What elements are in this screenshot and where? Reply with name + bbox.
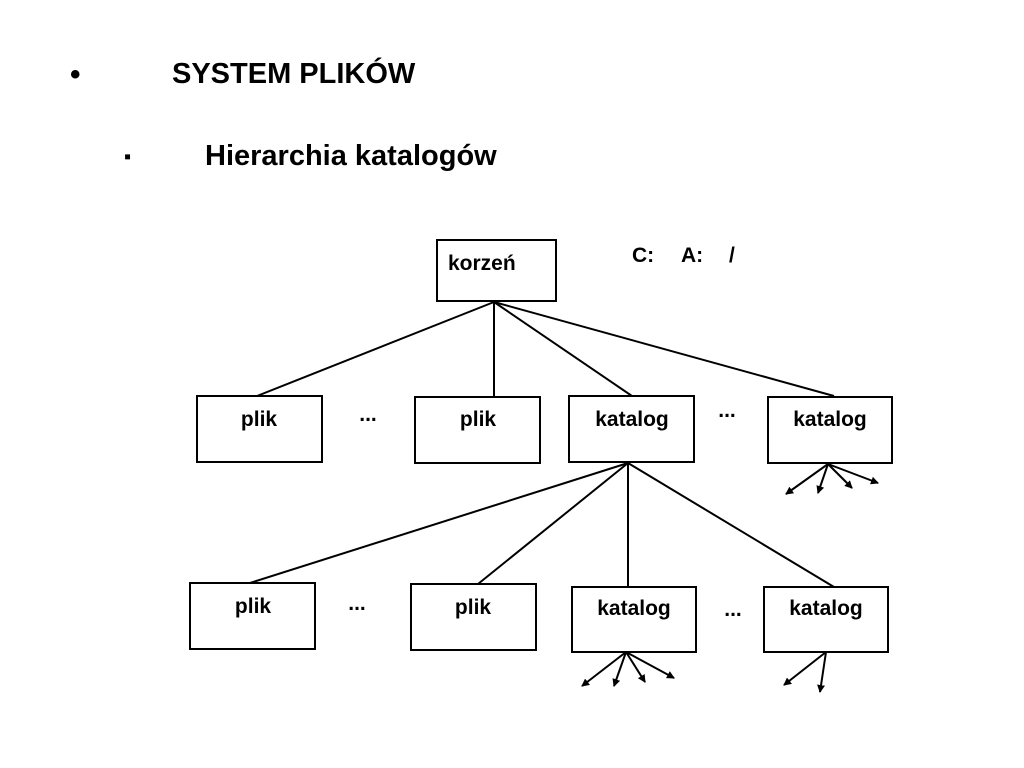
level2-node: katalog xyxy=(763,586,889,653)
file-label: plik xyxy=(460,408,496,431)
drive-labels: C: A: / xyxy=(632,244,735,267)
arrow-icon xyxy=(783,651,827,686)
edge-katalog-katalog-2 xyxy=(627,462,835,588)
level1-nodes: plik ... plik katalog ... katalog xyxy=(196,395,893,464)
slide-title: SYSTEM PLIKÓW xyxy=(172,58,416,90)
edge-root-katalog-1 xyxy=(493,301,633,397)
arrow-icon xyxy=(581,651,627,687)
level1-node: plik xyxy=(414,396,541,464)
arrow-fan-level2-katalog-1 xyxy=(581,651,675,687)
directory-label: katalog xyxy=(597,597,671,620)
ellipsis-label: ... xyxy=(359,403,377,426)
directory-box xyxy=(763,586,889,653)
tree-connectors xyxy=(249,301,835,588)
main-bullet: • xyxy=(70,58,81,91)
directory-label: katalog xyxy=(789,597,863,620)
ellipsis-label: ... xyxy=(348,592,366,615)
arrow-icon xyxy=(816,463,829,494)
directory-label: katalog xyxy=(793,408,867,431)
level2-node: plik xyxy=(410,583,537,651)
directory-label: katalog xyxy=(595,408,669,431)
file-box xyxy=(196,395,323,463)
arrow-icon xyxy=(827,463,853,489)
directory-box xyxy=(568,395,695,463)
ellipsis-label: ... xyxy=(718,399,736,422)
arrow-fan-level2-katalog-2 xyxy=(783,651,827,693)
drive-label-root-slash: / xyxy=(729,244,735,267)
arrow-icon xyxy=(817,651,827,693)
level2-node: katalog xyxy=(571,586,697,653)
edge-katalog-plik-1 xyxy=(249,462,629,584)
file-box xyxy=(410,583,537,651)
file-box xyxy=(189,582,316,650)
edge-root-plik-1 xyxy=(256,301,495,397)
root-node: korzeń xyxy=(436,239,557,302)
edge-katalog-plik-2 xyxy=(477,462,629,585)
arrow-fan-level1-katalog xyxy=(785,463,879,495)
ellipsis-label: ... xyxy=(724,598,742,621)
arrow-icon xyxy=(625,651,675,679)
file-box xyxy=(414,396,541,464)
file-label: plik xyxy=(241,408,277,431)
arrow-icon xyxy=(612,651,627,687)
root-box xyxy=(436,239,557,302)
level1-node: katalog xyxy=(568,395,695,463)
slide-subtitle: Hierarchia katalogów xyxy=(205,140,497,172)
root-label: korzeń xyxy=(448,252,516,275)
drive-label-a: A: xyxy=(681,244,703,267)
drive-label-c: C: xyxy=(632,244,654,267)
arrow-icon xyxy=(625,651,646,683)
level2-nodes: plik ... plik katalog ... katalog xyxy=(189,582,889,653)
level1-node: plik xyxy=(196,395,323,463)
file-label: plik xyxy=(455,596,491,619)
directory-box xyxy=(571,586,697,653)
file-label: plik xyxy=(235,595,271,618)
sub-bullet: ▪ xyxy=(124,146,132,168)
arrow-icon xyxy=(827,463,879,485)
level2-node: plik xyxy=(189,582,316,650)
edge-root-katalog-2 xyxy=(493,301,835,397)
level1-node: katalog xyxy=(767,396,893,464)
directory-box xyxy=(767,396,893,464)
arrow-icon xyxy=(785,463,829,495)
